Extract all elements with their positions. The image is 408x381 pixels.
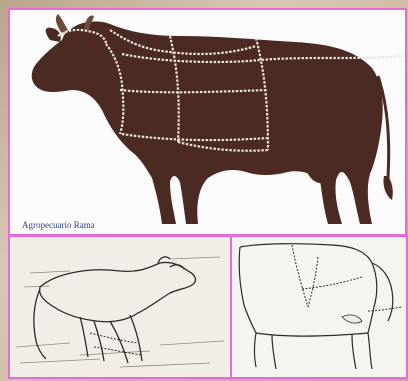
cow-silhouette-icon: [10, 10, 405, 234]
standing-cow-panel: [230, 235, 408, 379]
top-illustration-panel: Agropecuario Rama: [8, 8, 407, 236]
credit-label: Agropecuario Rama: [22, 220, 95, 230]
standing-cow-sketch-icon: [232, 237, 406, 377]
lying-calf-panel: [8, 235, 232, 379]
lying-calf-sketch-icon: [10, 237, 230, 377]
